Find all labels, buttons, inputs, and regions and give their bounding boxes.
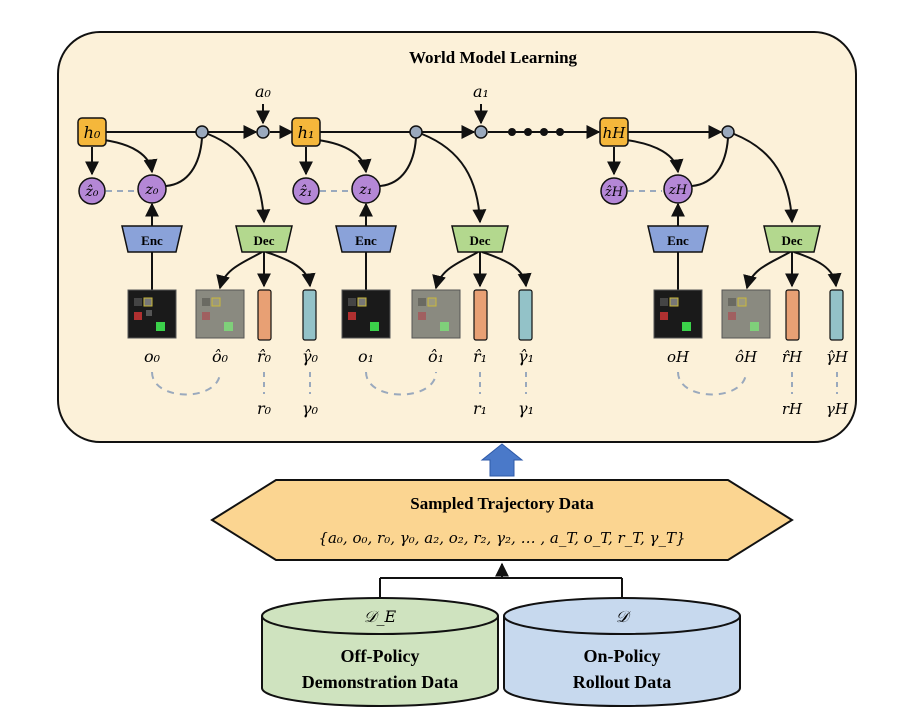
z-label: z₁ <box>359 182 373 198</box>
action-label: a₁ <box>473 82 489 101</box>
encoder <box>335 225 397 253</box>
encoder-label: Enc <box>667 233 689 248</box>
decoder-label: Dec <box>254 233 275 248</box>
h-node <box>291 117 321 147</box>
trajectory-sequence: {a₀, o₀, r₀, γ₀, a₂, o₂, r₂, γ₂, … , a_T… <box>318 529 685 547</box>
encoder-label: Enc <box>141 233 163 248</box>
pred-reward-label: r̂₁ <box>473 347 487 366</box>
h-node <box>77 117 107 147</box>
observation-image <box>127 289 177 339</box>
gamma-bar <box>829 289 844 341</box>
decoder <box>451 225 509 253</box>
dataset-line2: Demonstration Data <box>302 672 458 692</box>
reconstructed-image <box>721 289 771 339</box>
pred-discount-label: γ̂₀ <box>302 347 319 366</box>
obs-label: oH <box>667 348 690 366</box>
obs-label: o₁ <box>358 347 374 366</box>
database-rollout: 𝒟 On-Policy Rollout Data <box>503 597 741 707</box>
reward-bar <box>473 289 488 341</box>
recon-label: ôH <box>735 348 758 366</box>
zhat-node <box>78 177 106 205</box>
reward-label: r₁ <box>473 399 487 418</box>
step-1: h₁ ẑ₁ z₁ Enc Dec o₁ ô₁ r̂₁ γ̂₁ <box>291 117 534 418</box>
obs-label: o₀ <box>144 347 161 366</box>
decoder-label: Dec <box>782 233 803 248</box>
z-node <box>351 174 381 204</box>
pred-reward-label: r̂₀ <box>257 347 272 366</box>
recon-label: ô₀ <box>212 347 229 366</box>
encoder-label: Enc <box>355 233 377 248</box>
dataset-symbol: 𝒟_E <box>364 607 397 626</box>
discount-label: γH <box>826 400 849 418</box>
pred-discount-label: γ̂H <box>826 348 849 366</box>
discount-label: γ₀ <box>302 399 319 418</box>
ellipsis-dots <box>508 128 564 136</box>
recon-label: ô₁ <box>428 347 444 366</box>
observation-image <box>341 289 391 339</box>
junction-node <box>474 125 488 139</box>
gamma-bar <box>518 289 533 341</box>
h-label: hH <box>603 124 627 142</box>
step-H: hH ẑH zH Enc Dec oH ôH r̂H γ̂H <box>599 117 849 418</box>
decoder <box>235 225 293 253</box>
zhat-node <box>292 177 320 205</box>
zhat-node <box>600 177 628 205</box>
h-node <box>599 117 629 147</box>
junction-node <box>409 125 423 139</box>
encoder <box>121 225 183 253</box>
trajectory-hexagon <box>210 479 794 561</box>
z-label: z₀ <box>145 182 159 198</box>
discount-label: γ₁ <box>518 399 534 418</box>
decoder <box>763 225 821 253</box>
pred-discount-label: γ̂₁ <box>518 347 534 366</box>
merge-arrows <box>379 562 623 600</box>
reward-label: r₀ <box>257 399 272 418</box>
database-demonstration: 𝒟_E Off-Policy Demonstration Data <box>261 597 499 707</box>
dataset-line1: Off-Policy <box>341 646 420 666</box>
action-label: a₀ <box>255 82 272 101</box>
zhat-label: ẑ₁ <box>299 183 313 200</box>
observation-image <box>653 289 703 339</box>
junction-node <box>256 125 270 139</box>
decoder-label: Dec <box>470 233 491 248</box>
zhat-label: ẑH <box>604 185 624 200</box>
reward-label: rH <box>782 400 803 418</box>
gamma-bar <box>302 289 317 341</box>
dataset-line2: Rollout Data <box>573 672 672 692</box>
z-label: zH <box>668 183 688 198</box>
action-arrows <box>256 104 488 125</box>
junction-node <box>195 125 209 139</box>
encoder <box>647 225 709 253</box>
h-label: h₀ <box>84 123 101 142</box>
up-arrow-icon <box>480 443 524 477</box>
z-node <box>137 174 167 204</box>
step-0: h₀ ẑ₀ z₀ Enc Dec o₀ ô₀ r̂₀ γ̂₀ <box>77 117 319 418</box>
reward-bar <box>257 289 272 341</box>
reconstructed-image <box>411 289 461 339</box>
pred-reward-label: r̂H <box>782 348 803 366</box>
trajectory-title: Sampled Trajectory Data <box>410 494 594 513</box>
panel-title: World Model Learning <box>409 48 578 67</box>
junction-node <box>721 125 735 139</box>
z-node <box>663 174 693 204</box>
dataset-line1: On-Policy <box>584 646 661 666</box>
reward-bar <box>785 289 800 341</box>
reconstructed-image <box>195 289 245 339</box>
dataset-symbol: 𝒟 <box>616 607 632 626</box>
zhat-label: ẑ₀ <box>85 183 99 200</box>
h-label: h₁ <box>298 123 315 142</box>
